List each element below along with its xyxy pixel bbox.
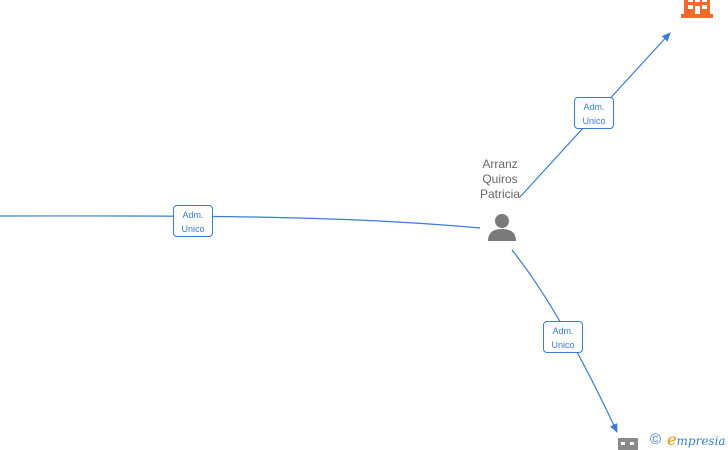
role-box-bottom[interactable]: Adm. Unico xyxy=(543,321,583,353)
brand-name: mpresia xyxy=(676,433,726,448)
person-icon[interactable] xyxy=(486,211,518,243)
role-label-line: Unico xyxy=(551,340,575,350)
person-name[interactable]: Arranz Quiros Patricia xyxy=(460,157,540,202)
copyright-symbol: © xyxy=(650,430,662,448)
building-icon[interactable] xyxy=(617,438,639,450)
role-box-top-right[interactable]: Adm. Unico xyxy=(574,97,614,129)
brand-initial: e xyxy=(667,429,677,449)
person-name-line: Arranz xyxy=(482,157,518,171)
brand-logo: empresia xyxy=(667,430,726,449)
person-name-line: Quiros xyxy=(482,172,518,186)
role-label-line: Adm. xyxy=(583,102,605,112)
role-label-line: Adm. xyxy=(182,210,204,220)
building-icon[interactable] xyxy=(681,0,713,18)
role-label-line: Unico xyxy=(582,116,606,126)
person-name-line: Patricia xyxy=(479,187,520,201)
role-box-left[interactable]: Adm. Unico xyxy=(173,205,213,237)
role-label-line: Adm. xyxy=(552,326,574,336)
watermark: © empresia xyxy=(650,428,726,450)
edge-left-company-to-person xyxy=(0,215,481,229)
role-label-line: Unico xyxy=(181,224,205,234)
